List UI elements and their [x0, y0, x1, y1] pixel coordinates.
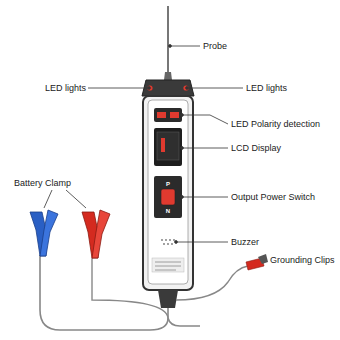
lcd-label: LCD Display	[231, 143, 281, 154]
switch-mark: N	[166, 208, 170, 215]
switch-mark: P	[166, 181, 170, 188]
clamp-label: Battery Clamp	[14, 178, 71, 189]
led-label: LED lights	[45, 83, 86, 94]
polarity-label: LED Polarity detection	[231, 119, 320, 130]
switch-label: Output Power Switch	[231, 192, 315, 203]
led-label: LED lights	[246, 83, 287, 94]
probe-label: Probe	[203, 41, 227, 52]
buzzer-label: Buzzer	[231, 237, 259, 248]
ground-label: Grounding Clips	[270, 255, 335, 266]
